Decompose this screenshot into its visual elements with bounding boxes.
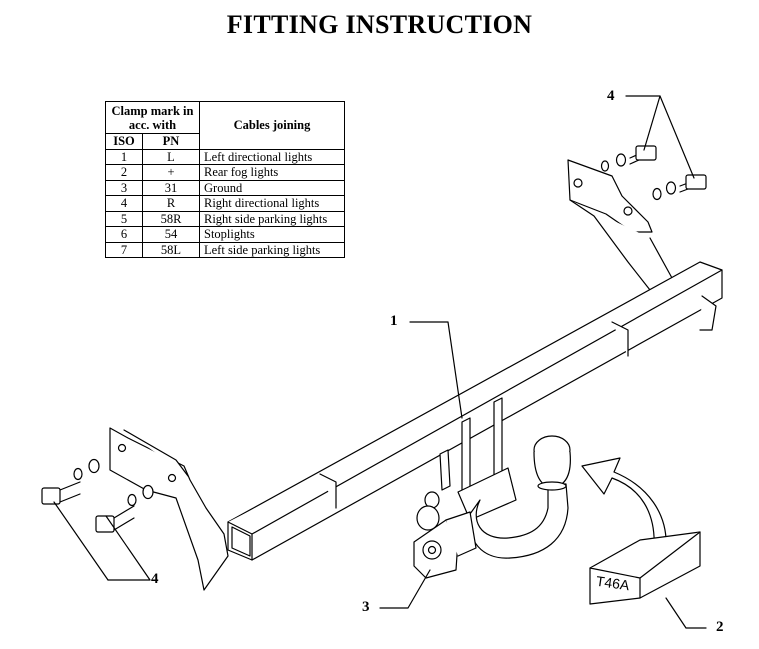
- pn-cell: 31: [142, 179, 200, 196]
- table-row: 7 58L Left side parking lights: [105, 241, 345, 258]
- leader-lines: [53, 95, 707, 629]
- header-pn: PN: [142, 133, 200, 150]
- pn-cell: 58L: [142, 241, 200, 258]
- table-row: 6 54 Stoplights: [105, 226, 345, 243]
- header-clamp-mark: Clamp mark in acc. with: [105, 101, 200, 134]
- pn-cell: 54: [142, 226, 200, 243]
- header-cables-joining: Cables joining: [199, 101, 345, 150]
- callout-box: 2: [716, 619, 724, 635]
- cross-bar: [227, 261, 723, 561]
- callout-bolts-top: 4: [607, 88, 615, 104]
- page-title: FITTING INSTRUCTION: [226, 10, 533, 39]
- cable-cell: Right directional lights: [199, 195, 345, 212]
- iso-cell: 7: [105, 241, 143, 258]
- table-row: 4 R Right directional lights: [105, 195, 345, 212]
- electrical-socket: [413, 491, 477, 579]
- bolts-bottom: [41, 458, 154, 533]
- cable-cell: Left side parking lights: [199, 241, 345, 258]
- callout-socket: 3: [362, 599, 370, 615]
- table-row: 3 31 Ground: [105, 179, 345, 196]
- cable-cell: Right side parking lights: [199, 210, 345, 227]
- cable-cell: Stoplights: [199, 226, 345, 243]
- callout-bar: 1: [390, 313, 398, 329]
- wiring-table: Clamp mark in acc. with Cables joining I…: [105, 101, 345, 258]
- cable-cell: Ground: [199, 179, 345, 196]
- right-bracket: [567, 159, 673, 291]
- callout-bolts-bottom: 4: [151, 571, 159, 587]
- curved-arrow: [581, 457, 667, 549]
- left-bracket: [109, 427, 229, 591]
- package-box: [589, 531, 701, 605]
- tow-ball: [439, 397, 571, 559]
- bolts-top: [600, 145, 707, 201]
